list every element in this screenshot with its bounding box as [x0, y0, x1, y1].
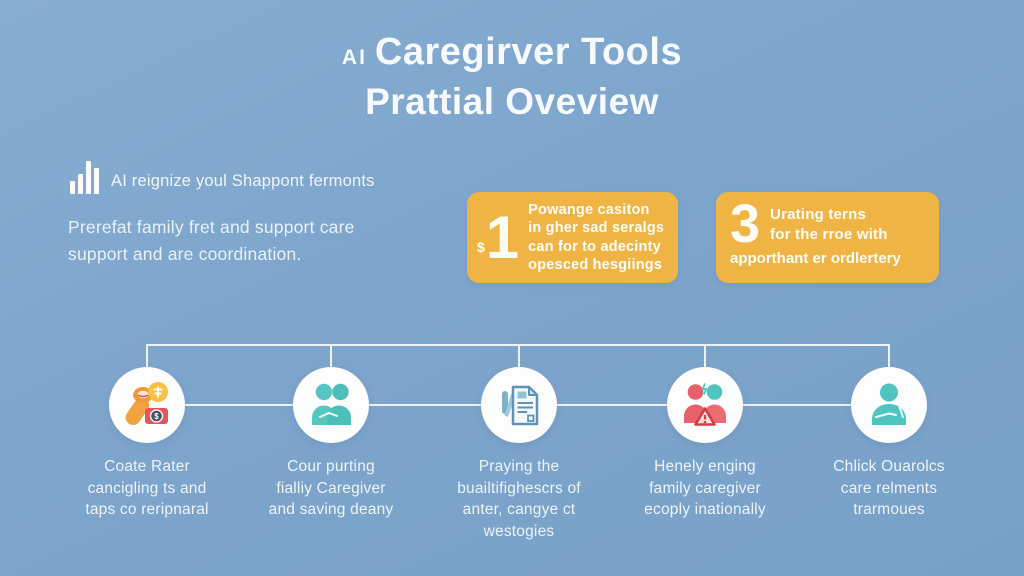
feature-description: Prerefat family fret and support care su… — [68, 214, 408, 268]
stat-card-2-number: 3 — [730, 194, 761, 254]
step-caption-1: Coate Rater cancigling ts and taps co re… — [85, 458, 209, 518]
timeline-drop-1 — [146, 345, 148, 371]
feature-description-line1: Prerefat family fret and support care — [68, 217, 355, 237]
title-line-1: AI Caregirver Tools — [0, 30, 1024, 80]
document-icon — [502, 385, 539, 426]
feature-label: AI reignize youl Shappont fermonts — [111, 172, 375, 190]
title-main: Caregirver Tools — [374, 31, 683, 73]
step-circle-1: $ — [109, 367, 185, 443]
stat-card-1: $1 Powange casiton in gher sad seralgs c… — [467, 192, 678, 283]
timeline-drop-5 — [888, 345, 890, 371]
svg-text:$: $ — [154, 412, 159, 421]
title-prefix: AI — [341, 46, 367, 69]
stat-card-1-text: Powange casiton in gher sad seralgs can … — [528, 201, 665, 274]
title-line-2: Prattial Oveview — [365, 81, 659, 122]
person-icon — [872, 383, 906, 425]
dollar-prefix: $ — [477, 239, 485, 256]
stat-card-2: 3 Urating terns for the rroe with apport… — [716, 192, 939, 283]
step-caption-5: Chlick Ouarolcs care relments trarmoues — [833, 458, 945, 518]
step-circle-5 — [851, 367, 927, 443]
step-circle-3 — [481, 367, 557, 443]
stat-card-2-text: Urating terns for the rroe with — [770, 205, 888, 243]
stat-card-1-number: $1 — [477, 204, 520, 271]
two-people-icon — [312, 383, 351, 425]
step-circle-4 — [667, 367, 743, 443]
stat-card-2-text-wide: apporthant er ordlertery — [730, 249, 901, 267]
timeline-drop-4 — [704, 345, 706, 371]
people-alert-icon — [684, 383, 726, 426]
feature-description-line2: support and are coordination. — [68, 244, 302, 264]
bar-chart-icon — [70, 158, 99, 194]
step-circle-2 — [293, 367, 369, 443]
feature-header: AI reignize youl Shappont fermonts — [70, 158, 375, 194]
step-caption-3: Praying the buailtifighescrs of anter, c… — [457, 458, 581, 540]
page-title: AI Caregirver Tools Prattial Oveview — [0, 30, 1024, 123]
step-caption-4: Henely enging family caregiver ecoply in… — [644, 458, 766, 518]
timeline-drop-2 — [330, 345, 332, 371]
timeline-drop-3 — [518, 345, 520, 371]
megaphone-money-icon: $ — [125, 382, 168, 425]
step-caption-2: Cour purting fialliy Caregiver and savin… — [268, 458, 394, 518]
